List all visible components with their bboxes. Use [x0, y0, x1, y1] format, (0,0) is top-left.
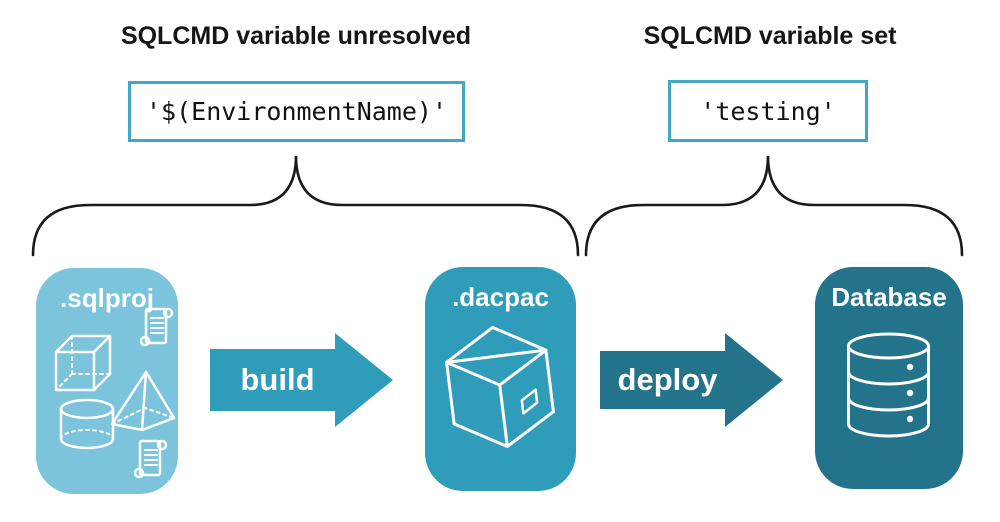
cylinder-icon: [59, 398, 115, 450]
stage-database-card: Database: [815, 267, 963, 489]
unresolved-title: SQLCMD variable unresolved: [120, 22, 472, 50]
set-code-text: 'testing': [700, 96, 836, 126]
scroll-icon: [133, 439, 168, 479]
brace-group: [31, 155, 964, 257]
unresolved-code-text: '$(EnvironmentName)': [145, 97, 448, 126]
right-brace-icon: [584, 155, 964, 257]
pyramid-icon: [110, 370, 176, 432]
stage-sqlproj-label: .sqlproj: [60, 283, 154, 313]
arrow-shapes: [210, 333, 783, 427]
set-title: SQLCMD variable set: [643, 22, 897, 50]
stage-database-label: Database: [831, 282, 947, 312]
stage-sqlproj-card: .sqlproj: [36, 268, 178, 494]
package-icon: [445, 325, 555, 449]
build-arrow-label: build: [240, 362, 315, 397]
deploy-arrow-icon: [600, 333, 783, 427]
stage-dacpac-label: .dacpac: [452, 282, 549, 312]
build-arrow-icon: [210, 333, 393, 427]
sqlproj-icons: [54, 307, 176, 479]
cube-icon: [54, 334, 112, 392]
stage-dacpac-card: .dacpac: [425, 267, 576, 491]
scroll-icon: [139, 307, 174, 347]
database-icon: [847, 332, 930, 438]
deploy-arrow-label: deploy: [617, 362, 718, 397]
database-icons: [847, 332, 930, 438]
left-brace-icon: [31, 155, 580, 257]
unresolved-code-box: '$(EnvironmentName)': [128, 81, 465, 142]
dacpac-icons: [445, 325, 555, 449]
set-code-box: 'testing': [668, 80, 868, 142]
